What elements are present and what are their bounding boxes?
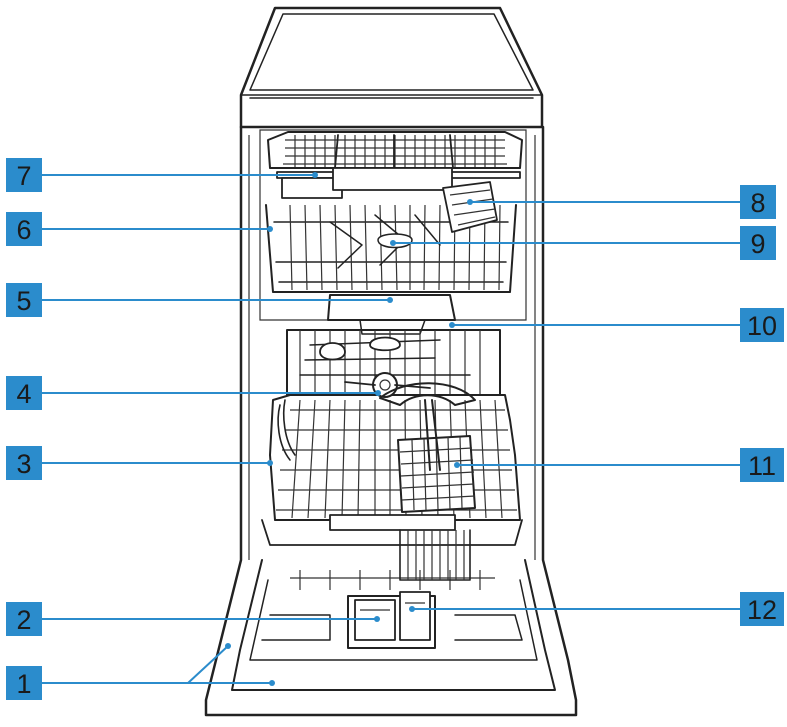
callout-3: 3 bbox=[6, 446, 273, 480]
callout-10-number: 10 bbox=[747, 311, 777, 341]
callout-12-number: 12 bbox=[747, 595, 777, 625]
callout-layer: 7 6 5 4 3 2 bbox=[6, 158, 784, 700]
callout-6: 6 bbox=[6, 212, 273, 246]
callout-8: 8 bbox=[467, 185, 776, 219]
callout-5: 5 bbox=[6, 283, 393, 317]
callout-8-number: 8 bbox=[750, 188, 765, 218]
callout-7-number: 7 bbox=[16, 161, 31, 191]
callout-10: 10 bbox=[449, 308, 784, 342]
callout-1: 1 bbox=[6, 643, 275, 700]
drawer-grid bbox=[283, 134, 507, 169]
callout-4-number: 4 bbox=[16, 379, 31, 409]
callout-4: 4 bbox=[6, 376, 381, 410]
lower-basket bbox=[261, 329, 523, 590]
cutlery-basket bbox=[379, 382, 476, 581]
callout-9: 9 bbox=[390, 226, 776, 260]
callout-11: 11 bbox=[454, 448, 784, 482]
callout-3-number: 3 bbox=[16, 449, 31, 479]
upper-basket bbox=[265, 204, 517, 293]
callout-5-number: 5 bbox=[16, 286, 31, 316]
dishwasher-top-lid bbox=[239, 6, 544, 129]
callout-2-number: 2 bbox=[16, 605, 31, 635]
upper-side-tray bbox=[442, 181, 498, 233]
callout-1-number: 1 bbox=[16, 669, 31, 699]
callout-2: 2 bbox=[6, 602, 380, 636]
callout-7: 7 bbox=[6, 158, 318, 192]
callout-11-number: 11 bbox=[748, 451, 776, 481]
callout-9-number: 9 bbox=[750, 229, 765, 259]
callout-12: 12 bbox=[409, 592, 784, 626]
upper-spray-arm bbox=[327, 294, 456, 335]
callout-6-number: 6 bbox=[16, 215, 31, 245]
